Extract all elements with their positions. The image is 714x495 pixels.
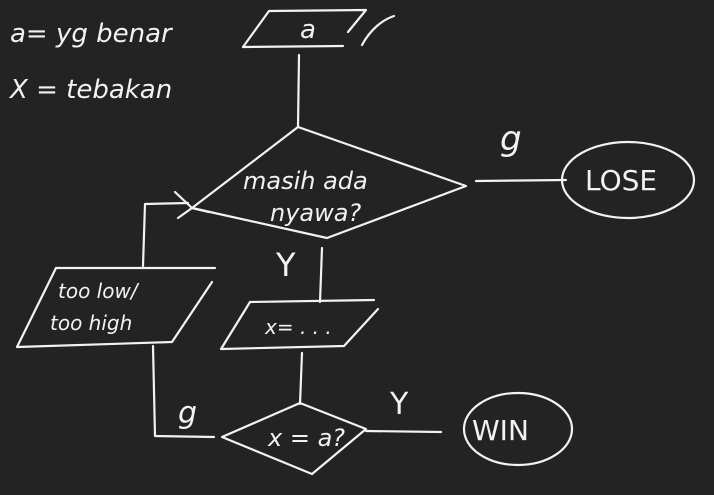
feedback-label-line1: too low/ — [58, 279, 140, 303]
lives-yes-label: Y — [275, 246, 296, 284]
input-x-label: x= . . . — [264, 315, 332, 339]
guess-no-label: g — [178, 396, 197, 431]
guess-decision-node: x = a? — [220, 401, 368, 476]
lives-decision-label-line2: nyawa? — [270, 199, 361, 227]
connector-lives-to-input-x — [318, 246, 324, 304]
lose-label: LOSE — [585, 164, 657, 197]
connector-input-x-to-guess — [298, 351, 304, 406]
feedback-output-node: too low/ too high — [15, 266, 217, 349]
connector-guess-to-win — [364, 429, 443, 434]
connector-guess-to-feedback — [151, 344, 216, 439]
lives-decision-label-line1: masih ada — [243, 167, 368, 195]
lose-terminal-node: LOSE — [560, 140, 696, 220]
lives-no-label: g — [500, 119, 522, 159]
input-a-label: a — [300, 15, 316, 45]
note-answer-definition: a= yg benar — [10, 19, 174, 49]
input-a-node: a — [241, 8, 396, 49]
loop-arrowhead — [173, 190, 211, 220]
win-label: WIN — [472, 414, 529, 447]
note-guess-definition: X = tebakan — [8, 75, 172, 105]
connector-feedback-to-lives — [141, 201, 190, 268]
guess-yes-label: Y — [389, 387, 409, 422]
guess-decision-label: x = a? — [267, 424, 345, 452]
connector-input-to-lives — [296, 53, 301, 129]
lives-decision-node: masih ada nyawa? — [190, 125, 468, 240]
feedback-label-line2: too high — [50, 311, 132, 335]
win-terminal-node: WIN — [462, 391, 574, 467]
input-x-node: x= . . . — [219, 298, 380, 351]
connector-lives-to-lose — [474, 178, 568, 183]
